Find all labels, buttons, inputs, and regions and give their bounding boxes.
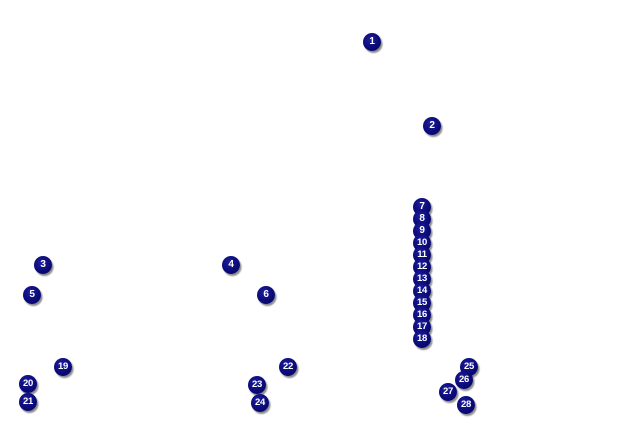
callout-marker-4[interactable]: 4 <box>222 256 240 274</box>
callout-marker-20[interactable]: 20 <box>19 375 37 393</box>
callout-marker-23[interactable]: 23 <box>248 376 266 394</box>
callout-marker-1[interactable]: 1 <box>363 33 381 51</box>
callout-marker-21[interactable]: 21 <box>19 393 37 411</box>
callout-marker-3[interactable]: 3 <box>34 256 52 274</box>
callout-marker-28[interactable]: 28 <box>457 396 475 414</box>
callout-marker-26[interactable]: 26 <box>455 371 473 389</box>
callout-marker-18[interactable]: 18 <box>413 330 431 348</box>
callout-marker-27[interactable]: 27 <box>439 383 457 401</box>
callout-marker-6[interactable]: 6 <box>257 286 275 304</box>
callout-marker-24[interactable]: 24 <box>251 394 269 412</box>
callout-marker-19[interactable]: 19 <box>54 358 72 376</box>
callout-marker-5[interactable]: 5 <box>23 286 41 304</box>
callout-marker-2[interactable]: 2 <box>423 117 441 135</box>
callout-marker-22[interactable]: 22 <box>279 358 297 376</box>
